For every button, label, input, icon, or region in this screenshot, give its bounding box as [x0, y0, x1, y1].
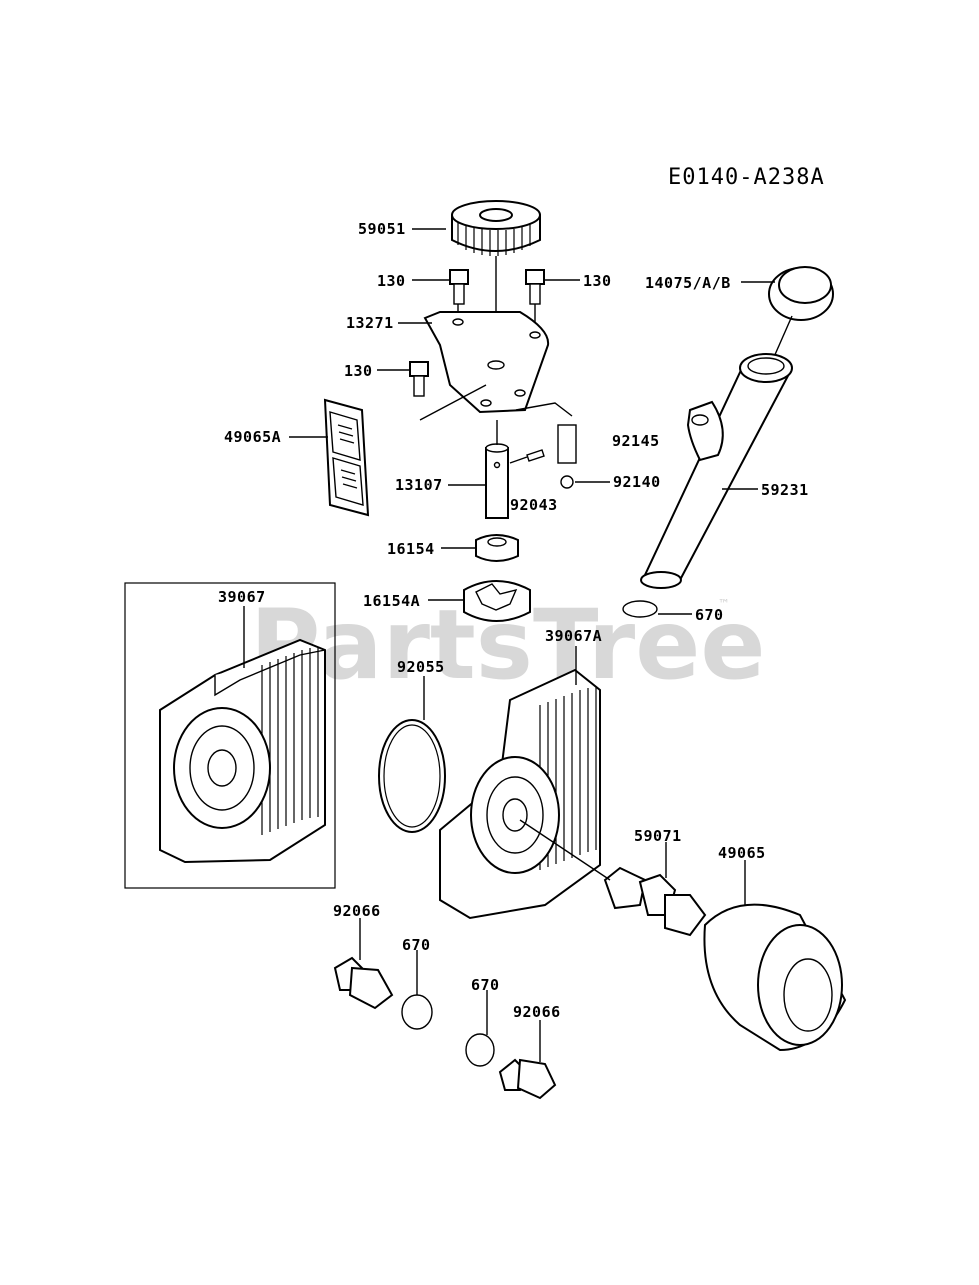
label-16154A[interactable]: 16154A [363, 592, 420, 610]
label-130-left-top[interactable]: 130 [377, 272, 406, 290]
gear-59051[interactable] [451, 200, 541, 256]
filter-mount-39067[interactable] [159, 638, 326, 864]
shaft-13107[interactable] [485, 443, 509, 519]
label-14075[interactable]: 14075/A/B [645, 274, 731, 292]
cap-14075[interactable] [768, 266, 834, 321]
label-49065[interactable]: 49065 [718, 844, 766, 862]
label-59071[interactable]: 59071 [634, 827, 682, 845]
oring-670-tube[interactable] [622, 600, 658, 618]
ball-92140[interactable] [560, 475, 574, 489]
label-59051[interactable]: 59051 [358, 220, 406, 238]
filter-mount-39067A[interactable] [439, 668, 601, 920]
oring-92055[interactable] [378, 719, 446, 833]
label-13107[interactable]: 13107 [395, 476, 443, 494]
label-59231[interactable]: 59231 [761, 481, 809, 499]
label-92145[interactable]: 92145 [612, 432, 660, 450]
label-92066-left[interactable]: 92066 [333, 902, 381, 920]
rotor-16154[interactable] [475, 534, 519, 562]
bolt-130-mid[interactable] [409, 361, 429, 397]
pin-92043[interactable] [526, 449, 545, 462]
label-670-right[interactable]: 670 [471, 976, 500, 994]
oring-670-right[interactable] [465, 1033, 495, 1067]
label-130-right-top[interactable]: 130 [583, 272, 612, 290]
diagram-code: E0140-A238A [668, 165, 825, 190]
rotor-16154A[interactable] [463, 580, 531, 622]
screen-49065A[interactable] [323, 398, 370, 517]
label-130-left-mid[interactable]: 130 [344, 362, 373, 380]
plate-13271[interactable] [423, 311, 550, 414]
label-92055[interactable]: 92055 [397, 658, 445, 676]
box-39067 [124, 582, 336, 889]
label-670-tube[interactable]: 670 [695, 606, 724, 624]
oring-670-left[interactable] [401, 994, 433, 1030]
plug-92066-left[interactable] [333, 956, 394, 1010]
label-670-left[interactable]: 670 [402, 936, 431, 954]
nipple-59071[interactable] [603, 866, 707, 937]
bolt-130-left[interactable] [449, 269, 469, 305]
label-39067A[interactable]: 39067A [545, 627, 602, 645]
label-13271[interactable]: 13271 [346, 314, 394, 332]
label-39067[interactable]: 39067 [218, 588, 266, 606]
label-92140[interactable]: 92140 [613, 473, 661, 491]
watermark-trademark: ™ [718, 597, 730, 611]
tube-59231[interactable] [640, 353, 793, 589]
label-16154[interactable]: 16154 [387, 540, 435, 558]
label-92066-right[interactable]: 92066 [513, 1003, 561, 1021]
spring-92145[interactable] [557, 424, 577, 464]
label-92043[interactable]: 92043 [510, 496, 558, 514]
bolt-130-right[interactable] [525, 269, 545, 305]
plug-92066-right[interactable] [498, 1058, 557, 1100]
label-49065A[interactable]: 49065A [224, 428, 281, 446]
oil-filter-49065[interactable] [703, 903, 847, 1052]
